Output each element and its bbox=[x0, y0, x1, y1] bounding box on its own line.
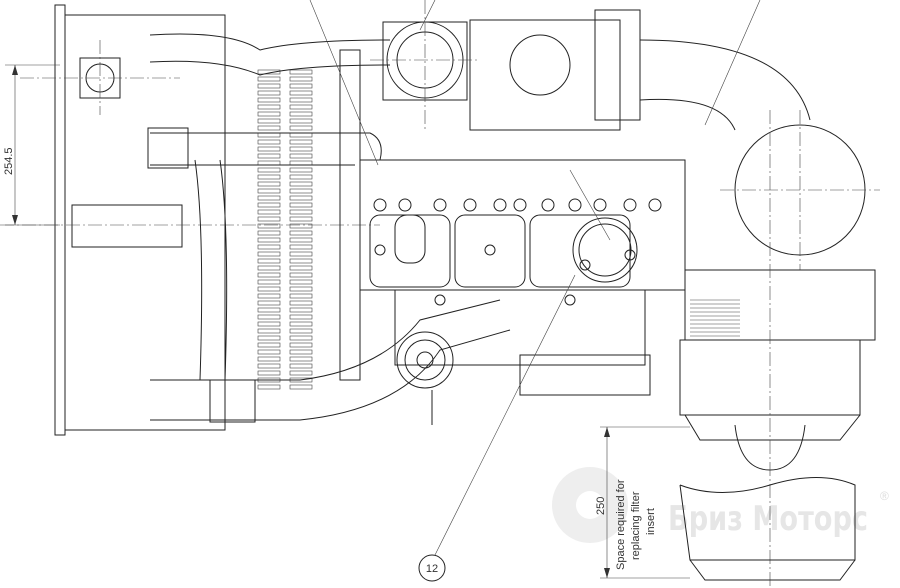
registered-mark: ® bbox=[880, 489, 889, 503]
turbocharger bbox=[370, 0, 811, 131]
callout-number: 12 bbox=[426, 563, 438, 575]
filter-ribs bbox=[690, 299, 740, 337]
watermark-text: Бриз Моторс bbox=[668, 499, 868, 539]
watermark: Бриз Моторс ® bbox=[552, 467, 889, 543]
air-filter bbox=[679, 110, 880, 588]
filter-clearance-value: 250 bbox=[595, 497, 607, 515]
note-line-1: Space required for bbox=[615, 479, 627, 570]
engine-block bbox=[339, 49, 686, 396]
note-line-2: replacing filter bbox=[630, 491, 642, 560]
cylinder-head-bolts bbox=[373, 198, 662, 306]
callout-bubble bbox=[418, 554, 446, 582]
note-line-3: insert bbox=[645, 508, 657, 535]
height-dimension-value: 254.5 bbox=[3, 147, 15, 175]
height-dimension: 254.5 bbox=[3, 64, 60, 226]
filter-clearance-dimension: 250 Space required for replacing filter … bbox=[595, 426, 690, 579]
fan-grille bbox=[257, 69, 313, 390]
coolant-hoses bbox=[147, 33, 511, 423]
radiator bbox=[0, 4, 380, 436]
leader-lines bbox=[309, 0, 761, 556]
oil-filter bbox=[396, 331, 454, 425]
